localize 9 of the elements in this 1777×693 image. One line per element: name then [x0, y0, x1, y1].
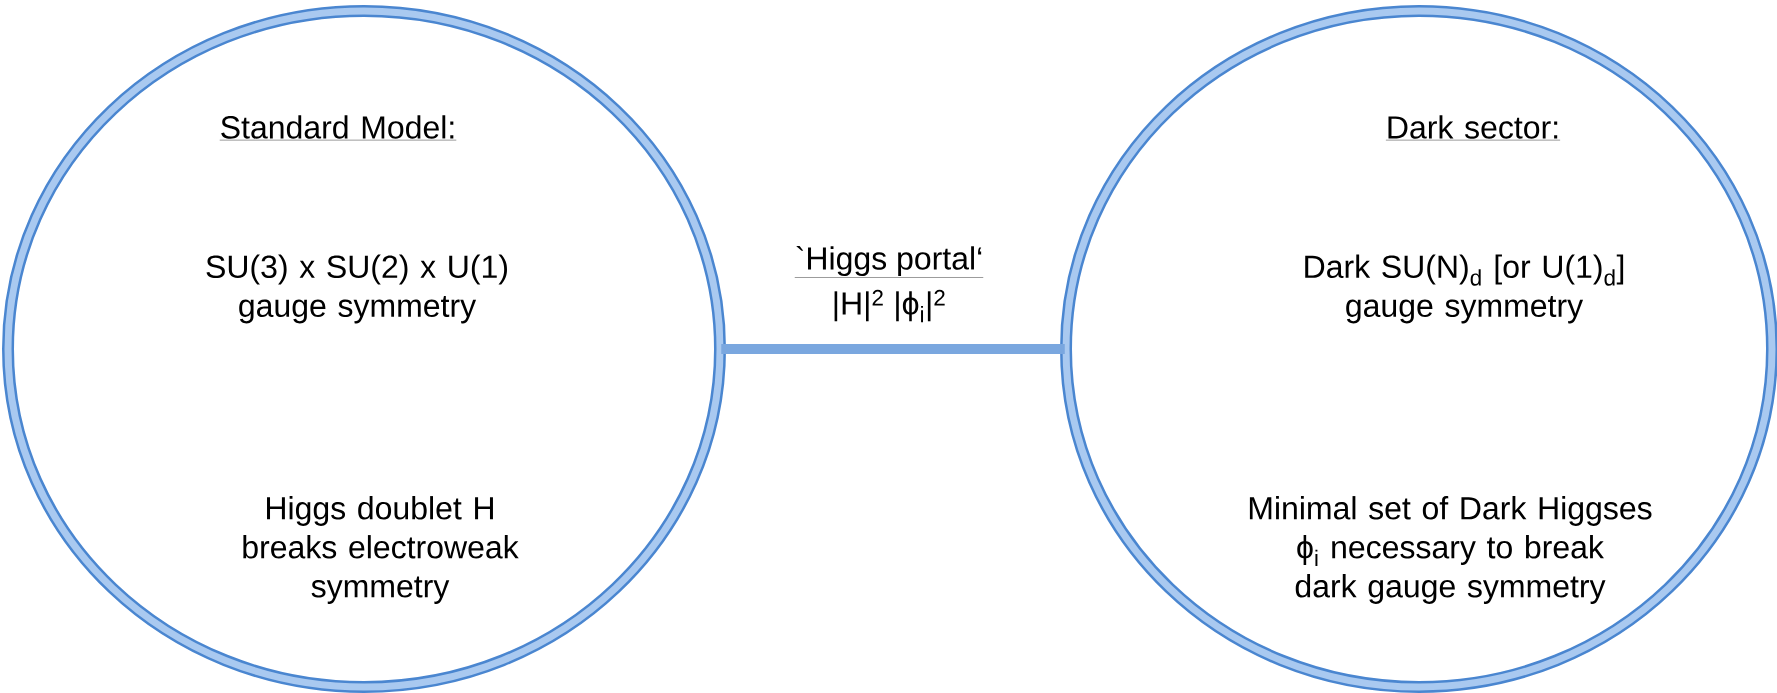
- text: Minimal set of Dark Higgses ϕ$_{i}$ necessary to break dark gauge symmetry: [1249, 496, 1652, 604]
- text: Higgs doublet H breaks electroweak symmetry: [243, 496, 519, 604]
- heading: Standard Model:: [219, 115, 457, 141]
- text: SU(3) x SU(2) x U(1) gauge symmetry: [206, 254, 507, 324]
- edge-label: `Higgs portal‘: [793, 244, 985, 280]
- text: Dark SU(N)$_{d}$ [or U(1)$_{d}$] gauge symmetry: [1305, 254, 1624, 324]
- connector-line: [721, 344, 1065, 354]
- heading: Dark sector:: [1385, 115, 1561, 141]
- formula-label: |H|$^{2}$ |ϕ$_{i}$|$^{2}$: [834, 289, 945, 323]
